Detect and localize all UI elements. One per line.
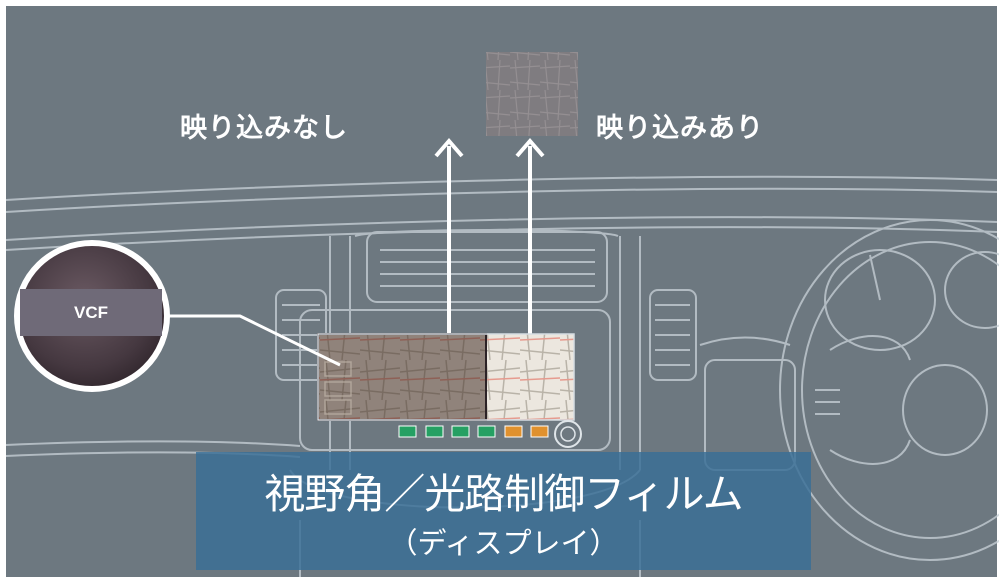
title-sub: （ディスプレイ） <box>388 526 619 560</box>
vcf-badge: VCF <box>20 289 162 336</box>
callout-line <box>163 314 341 367</box>
title-main: 視野角／光路制御フィルム <box>264 470 743 518</box>
display-buttons-overlay <box>324 361 352 415</box>
arrow-left-head <box>434 137 464 158</box>
vcf-covered-area <box>318 334 486 420</box>
title-banner: 視野角／光路制御フィルム （ディスプレイ） <box>196 452 811 570</box>
arrows <box>434 137 545 337</box>
control-buttons <box>398 420 582 448</box>
no-reflection-label: 映り込みなし <box>180 113 348 144</box>
reflection-label: 映り込みあり <box>596 113 764 144</box>
reflected-map-thumbnail <box>486 52 578 136</box>
arrow-right-head <box>515 137 545 158</box>
display-frame <box>317 333 575 421</box>
